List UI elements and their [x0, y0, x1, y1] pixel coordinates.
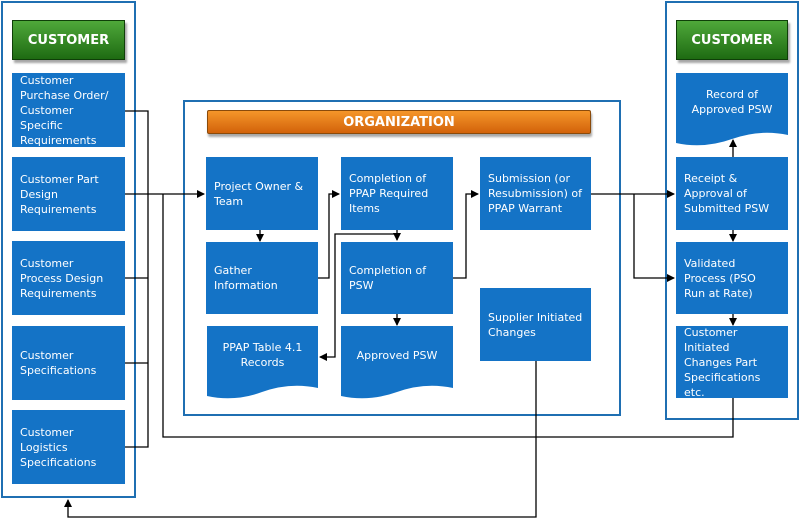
validated-process-box: Validated Process (PSO Run at Rate) [676, 242, 788, 314]
left-box-process-design: Customer Process Design Requirements [12, 241, 125, 315]
left-box-specifications: Customer Specifications [12, 326, 125, 400]
record-approved-psw-doc: Record of Approved PSW [676, 73, 788, 131]
approved-psw-doc-wave [341, 384, 453, 399]
completion-psw-box: Completion of PSW [341, 242, 453, 314]
organization-header: ORGANIZATION [207, 110, 591, 134]
record-psw-doc-wave [676, 131, 788, 146]
left-box-part-design: Customer Part Design Requirements [12, 157, 125, 231]
right-customer-header: CUSTOMER [676, 20, 788, 60]
approved-psw-doc: Approved PSW [341, 326, 453, 384]
project-owner-box: Project Owner & Team [206, 157, 318, 230]
supplier-initiated-changes-box: Supplier Initiated Changes [480, 288, 591, 361]
left-box-logistics: Customer Logistics Specifications [12, 410, 125, 484]
gather-information-box: Gather Information [206, 242, 318, 314]
completion-ppap-items-box: Completion of PPAP Required Items [341, 157, 453, 230]
ppap-table-doc-wave [207, 384, 318, 399]
submission-ppap-warrant-box: Submission (or Resubmission) of PPAP War… [480, 157, 591, 230]
left-box-purchase-order: Customer Purchase Order/ Customer Specif… [12, 73, 125, 147]
ppap-table-records-doc: PPAP Table 4.1 Records [207, 326, 318, 384]
receipt-approval-psw-box: Receipt & Approval of Submitted PSW [676, 157, 788, 230]
customer-initiated-changes-box: Customer Initiated Changes Part Specific… [676, 326, 788, 399]
left-customer-header: CUSTOMER [12, 20, 125, 60]
